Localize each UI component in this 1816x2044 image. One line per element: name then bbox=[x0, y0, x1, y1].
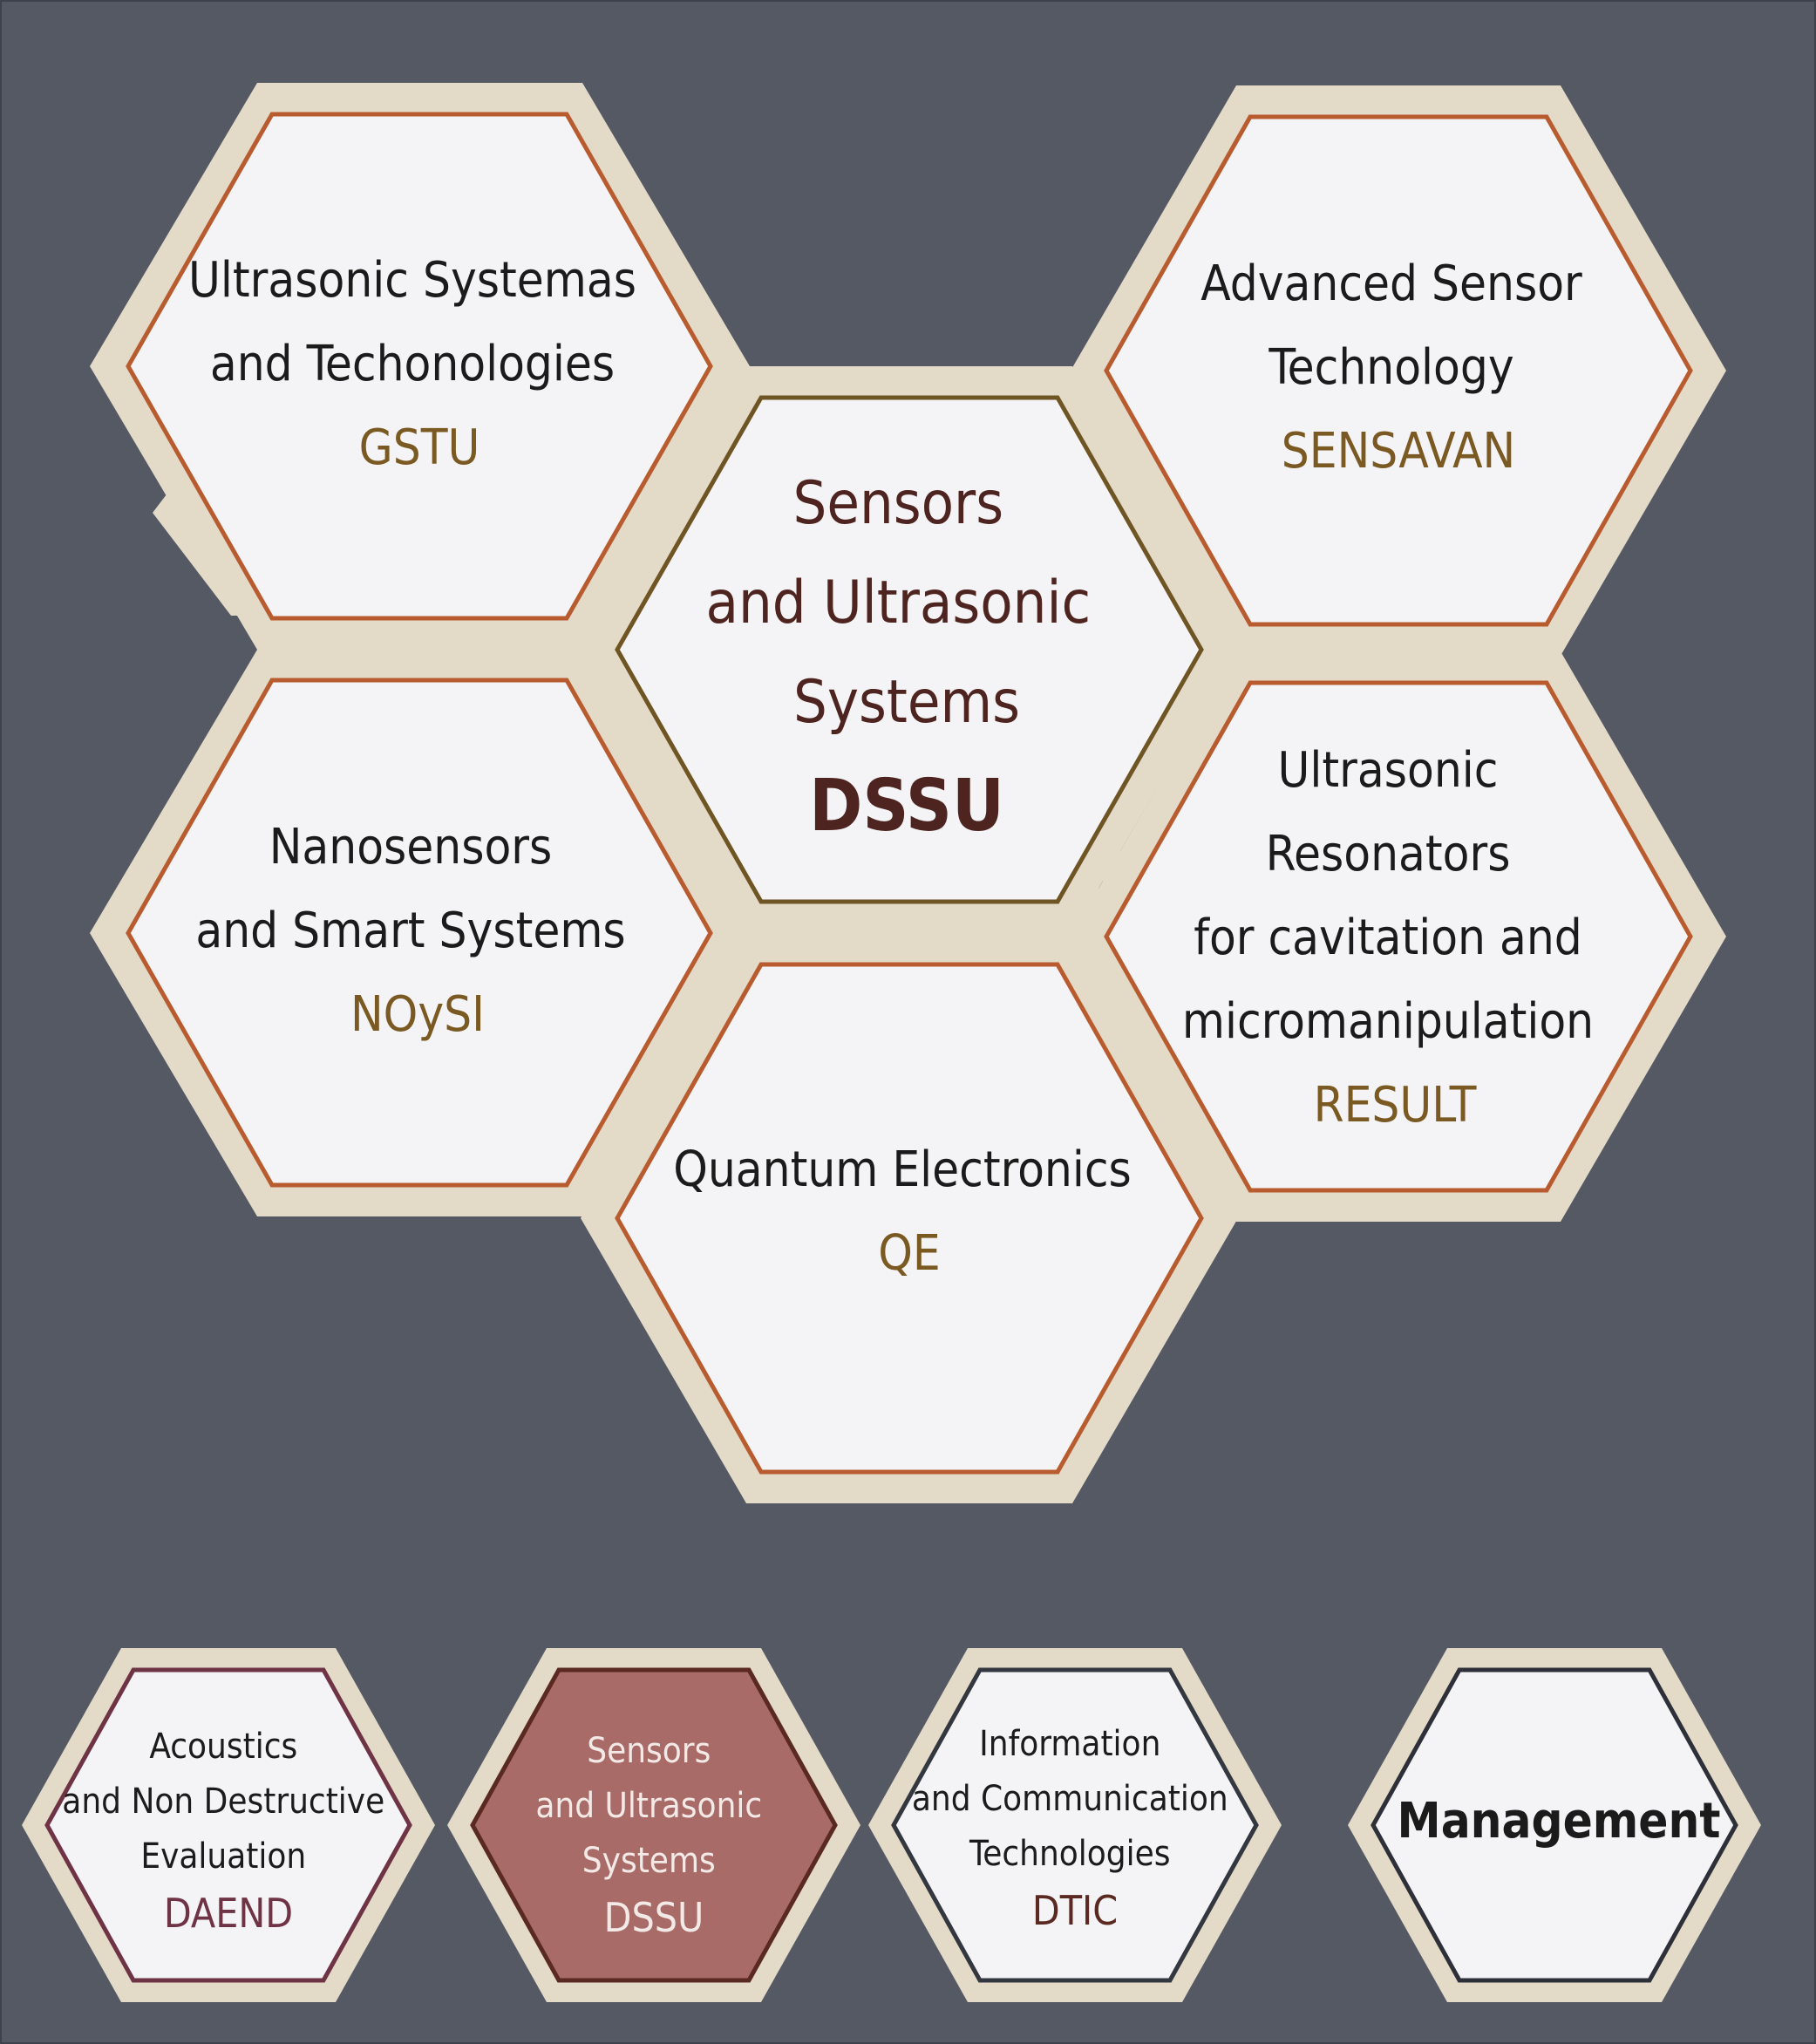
hex-cell bbox=[615, 962, 1204, 1475]
dept-label-line: Systems bbox=[582, 1841, 716, 1881]
hex-label-line: Ultrasonic Systemas bbox=[188, 252, 636, 309]
dept-acronym: DTIC bbox=[1032, 1887, 1118, 1934]
hex-label-line: and Smart Systems bbox=[195, 903, 625, 959]
hex-center-dssu[interactable]: Sensors and Ultrasonic Systems DSSU bbox=[581, 366, 1238, 933]
hex-acronym: GSTU bbox=[359, 419, 480, 476]
svg-text:Advanced Sensor Technolo: Advanced Sensor Technology SENSAVAN bbox=[1200, 256, 1595, 480]
dept-hex-dssu[interactable]: Sensors and Ultrasonic Systems DSSU bbox=[447, 1648, 860, 2002]
hex-label-line: Ultrasonic bbox=[1278, 742, 1499, 799]
hex-cell bbox=[1104, 680, 1693, 1193]
svg-text:Quantum Electronics QE: Quantum Electronics QE bbox=[673, 1141, 1146, 1282]
dept-label-line: Management bbox=[1398, 1793, 1721, 1850]
hex-label-line: Resonators bbox=[1266, 826, 1511, 882]
hex-sensavan[interactable]: Advanced Sensor Technology SENSAVAN bbox=[1071, 85, 1726, 656]
svg-text:Nanosensors and Smart Sy: Nanosensors and Smart Systems NOySI bbox=[195, 819, 639, 1043]
hex-acronym: RESULT bbox=[1314, 1077, 1477, 1134]
hex-acronym: NOySI bbox=[350, 986, 485, 1043]
dept-hex-cell bbox=[44, 1667, 412, 1983]
dept-hex-cell bbox=[891, 1667, 1259, 1983]
dept-hex-dtic[interactable]: Information and Communication Technologi… bbox=[868, 1648, 1282, 2002]
dept-label-line: Sensors bbox=[587, 1731, 711, 1771]
svg-text:Sensors and Ultrasonic: Sensors and Ultrasonic Systems bbox=[705, 469, 1107, 737]
dept-acronym: DSSU bbox=[604, 1894, 704, 1941]
dept-hex-cell bbox=[470, 1667, 838, 1983]
svg-text:Information and Communic: Information and Communication Technologi… bbox=[912, 1724, 1238, 1934]
center-label-line: Systems bbox=[793, 668, 1020, 737]
hex-cell bbox=[126, 678, 713, 1188]
hex-label-line: Advanced Sensor bbox=[1200, 256, 1582, 312]
hex-cell bbox=[1104, 114, 1693, 627]
hex-label-line: Technology bbox=[1268, 339, 1513, 396]
hex-label-line: Quantum Electronics bbox=[673, 1141, 1132, 1198]
center-acronym: DSSU bbox=[809, 765, 1004, 848]
hex-noysi[interactable]: Nanosensors and Smart Systems NOySI bbox=[90, 650, 750, 1216]
dept-hex-cell bbox=[1371, 1667, 1738, 1983]
svg-text:Acoustics and Non Destru: Acoustics and Non Destructive Evaluation… bbox=[62, 1727, 394, 1937]
center-label-line: Sensors bbox=[792, 469, 1003, 538]
hex-label-line: micromanipulation bbox=[1182, 993, 1594, 1050]
svg-text:Ultrasonic Resonators: Ultrasonic Resonators for cavitation and… bbox=[1182, 742, 1608, 1134]
dept-label-line: and Ultrasonic bbox=[535, 1786, 762, 1826]
center-label-line: and Ultrasonic bbox=[705, 569, 1091, 637]
hex-cell bbox=[615, 395, 1204, 904]
dept-hex-management[interactable]: Management bbox=[1348, 1648, 1761, 2002]
hex-acronym: QE bbox=[878, 1225, 940, 1282]
hex-result[interactable]: Ultrasonic Resonators for cavitation and… bbox=[1071, 651, 1726, 1222]
svg-text:Sensors and Ultrasonic: Sensors and Ultrasonic Systems DSSU bbox=[535, 1731, 772, 1941]
hex-gstu[interactable]: Ultrasonic Systemas and Techonologies GS… bbox=[90, 83, 750, 650]
hex-qe[interactable]: Quantum Electronics QE bbox=[581, 933, 1238, 1503]
hex-label-line: for cavitation and bbox=[1194, 910, 1582, 966]
dept-label-line: Technologies bbox=[969, 1834, 1171, 1874]
hex-cell bbox=[126, 112, 713, 621]
dept-label-line: Information bbox=[979, 1724, 1160, 1764]
dept-acronym: DAEND bbox=[164, 1890, 293, 1937]
dept-label-line: and Communication bbox=[912, 1779, 1228, 1819]
dept-label-line: Evaluation bbox=[140, 1836, 306, 1877]
dept-hex-daend[interactable]: Acoustics and Non Destructive Evaluation… bbox=[22, 1648, 435, 2002]
hex-label-line: and Techonologies bbox=[210, 336, 615, 392]
dept-label-line: Acoustics bbox=[149, 1727, 297, 1767]
dept-label-line: and Non Destructive bbox=[62, 1782, 384, 1822]
hex-acronym: SENSAVAN bbox=[1282, 423, 1515, 480]
hex-label-line: Nanosensors bbox=[269, 819, 553, 876]
svg-text:Ultrasonic Systemas and: Ultrasonic Systemas and Techonologies GS… bbox=[188, 252, 650, 476]
